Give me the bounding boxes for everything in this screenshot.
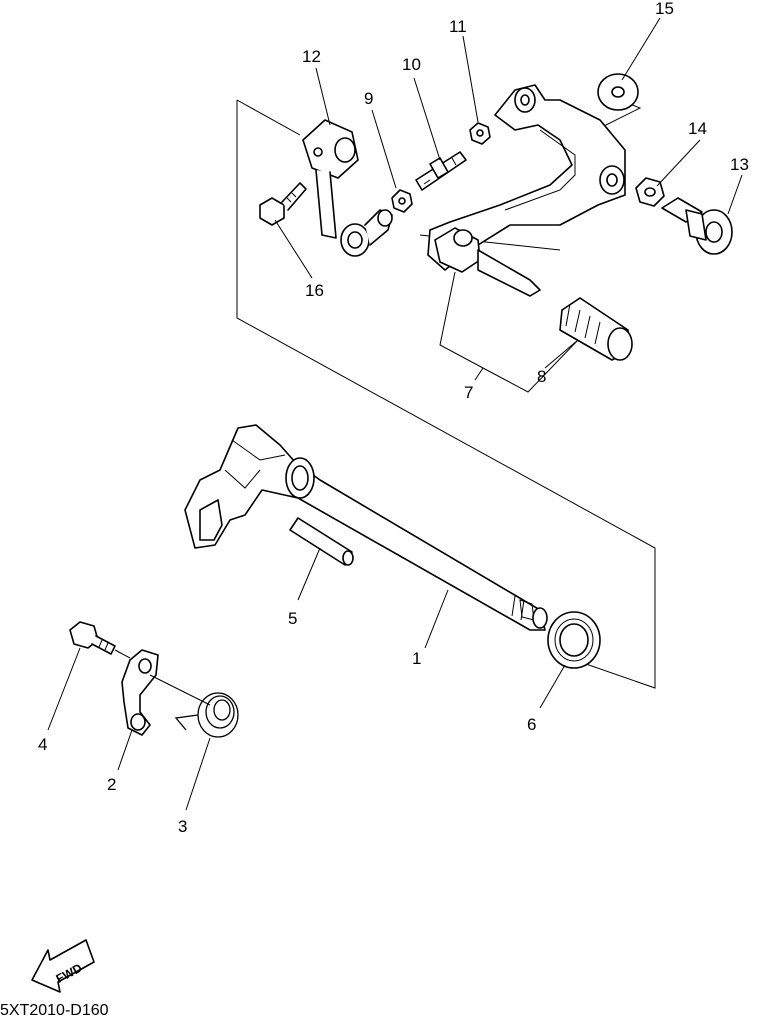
part-13-pivot-bolt xyxy=(661,197,733,255)
callout-15: 15 xyxy=(655,0,674,18)
fwd-arrow-icon: FWD xyxy=(31,939,95,993)
reference-code: 5XT2010-D160 xyxy=(0,1002,109,1019)
part-12-shift-rod-end xyxy=(302,119,359,239)
part-7-shift-pedal xyxy=(427,84,626,297)
callout-1: 1 xyxy=(412,649,421,668)
shift-rod-joint xyxy=(340,209,393,257)
part-10-bolt xyxy=(415,151,467,191)
leader-lines xyxy=(47,17,743,811)
part-2-stopper-lever xyxy=(121,649,159,736)
callout-2: 2 xyxy=(107,775,116,794)
callout-11: 11 xyxy=(449,17,467,36)
callout-9: 9 xyxy=(364,89,373,108)
part-6-oil-seal xyxy=(547,611,601,669)
callout-14: 14 xyxy=(688,119,707,138)
part-3-torsion-spring xyxy=(174,692,239,738)
part-14-washer xyxy=(635,177,665,207)
part-1-shift-shaft xyxy=(184,424,548,631)
callout-8: 8 xyxy=(537,367,546,386)
callout-12: 12 xyxy=(302,47,321,66)
callout-6: 6 xyxy=(527,715,536,734)
alignment-lines xyxy=(114,649,211,706)
callout-labels: 1 2 3 4 5 6 7 8 9 10 11 12 13 14 15 16 xyxy=(38,0,749,836)
part-5-dowel-pin xyxy=(289,517,354,566)
callout-7: 7 xyxy=(464,383,473,402)
part-4-bolt xyxy=(69,621,116,655)
callout-13: 13 xyxy=(730,155,749,174)
callout-10: 10 xyxy=(402,55,421,74)
part-15-washer xyxy=(597,73,639,111)
callout-16: 16 xyxy=(305,281,324,300)
callout-5: 5 xyxy=(288,609,297,628)
callout-4: 4 xyxy=(38,735,47,754)
part-9-nut xyxy=(391,189,413,213)
callout-3: 3 xyxy=(178,817,187,836)
part-16-bolt xyxy=(259,182,307,226)
part-11-nut xyxy=(469,122,491,145)
part-8-pedal-rubber xyxy=(559,297,633,361)
